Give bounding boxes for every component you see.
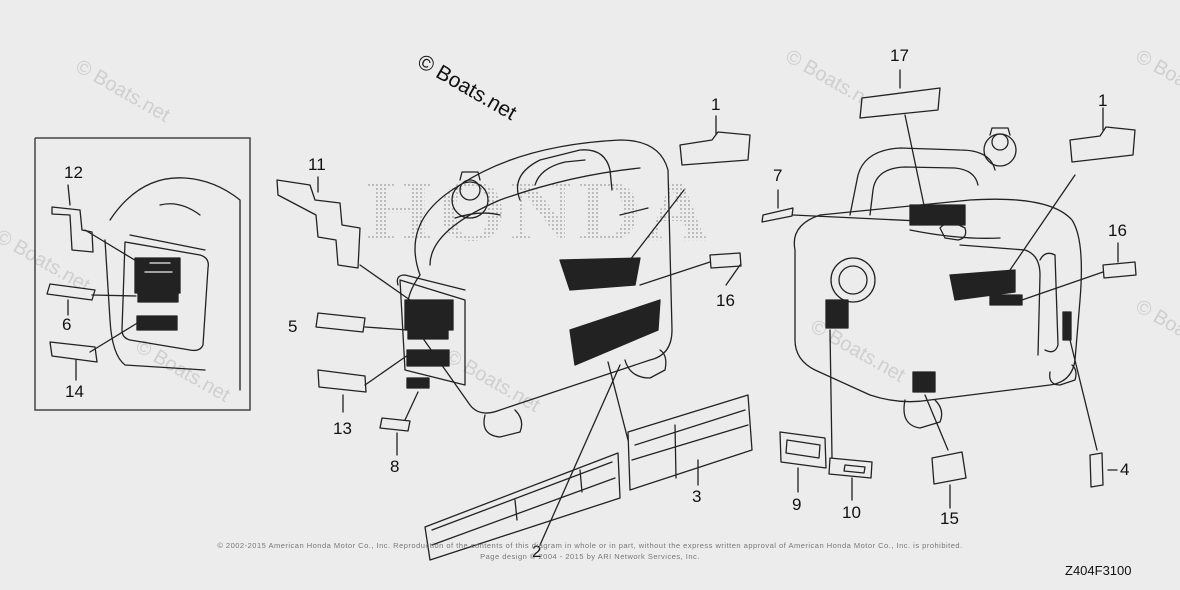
callout-8: 8 — [390, 457, 400, 476]
callout-1-left: 1 — [711, 95, 721, 114]
callout-16-right: 16 — [1108, 221, 1127, 240]
callout-13: 13 — [333, 419, 352, 438]
callout-10: 10 — [842, 503, 861, 522]
callout-3: 3 — [692, 487, 702, 506]
callout-14: 14 — [65, 382, 84, 401]
footer-copyright-line-2: Page design © 2004 - 2015 by ARI Network… — [480, 552, 700, 561]
footer-copyright-line-1: © 2002-2015 American Honda Motor Co., In… — [217, 541, 963, 550]
diagram-code: Z404F3100 — [1065, 563, 1132, 578]
callout-11: 11 — [308, 155, 326, 174]
inset-frame — [34, 137, 251, 411]
callout-16-left: 16 — [716, 291, 735, 310]
callout-7: 7 — [773, 166, 783, 185]
callout-4: 4 — [1120, 460, 1130, 479]
callout-5: 5 — [288, 317, 298, 336]
callout-2: 2 — [532, 542, 542, 561]
inset-panel-drawing — [104, 177, 241, 391]
callout-1-right: 1 — [1098, 91, 1108, 110]
callout-6: 6 — [62, 315, 72, 334]
callout-9: 9 — [792, 495, 802, 514]
generator-right-drawing — [793, 127, 1083, 429]
callout-12: 12 — [64, 163, 83, 182]
callout-17: 17 — [890, 46, 909, 65]
generator-left-drawing — [396, 139, 673, 438]
callout-15: 15 — [940, 509, 959, 528]
